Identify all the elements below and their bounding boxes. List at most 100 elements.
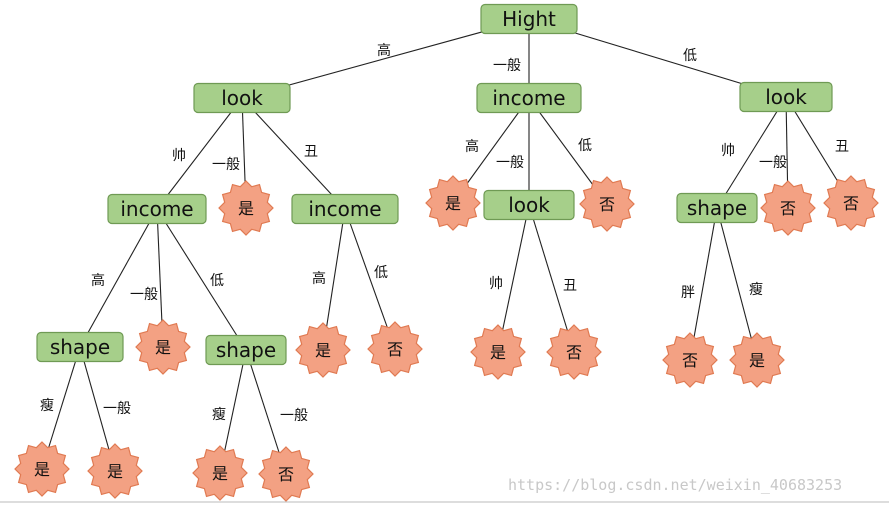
- edge-LL_income-LLL_shape: [79, 208, 158, 348]
- edge-label-LLL_shape-LLLL_yes: 瘦: [40, 397, 54, 414]
- attribute-node-M_income: income: [476, 82, 582, 114]
- edge-label-L_look-LM_yes: 一般: [212, 157, 240, 173]
- leaf-node-MR_no: 否: [579, 176, 635, 232]
- attribute-node-LR_income: income: [291, 193, 399, 225]
- leaf-node-LRL_yes: 是: [295, 322, 351, 378]
- leaf-star-shape: [258, 446, 314, 502]
- attribute-box: [676, 192, 758, 224]
- attribute-label: look: [221, 86, 263, 110]
- edge-label-R_look-RL_shape: 帅: [721, 143, 735, 159]
- edge-MM_look-MML_yes: [497, 204, 530, 353]
- attribute-label: Hight: [502, 7, 556, 31]
- leaf-label: 是: [445, 194, 461, 213]
- edge-label-root-R_look: 低: [683, 48, 697, 64]
- edge-label-RL_shape-RLL_no: 胖: [681, 285, 695, 301]
- leaf-star-shape: [470, 324, 526, 380]
- leaf-star-shape: [218, 180, 274, 236]
- attribute-label: look: [508, 193, 550, 217]
- edge-LL_income-LLR_shape: [156, 208, 247, 351]
- edge-label-M_income-MM_look: 一般: [496, 155, 524, 171]
- edge-label-root-M_income: 一般: [493, 58, 521, 74]
- attribute-box: [291, 193, 399, 225]
- leaf-label: 是: [490, 343, 506, 362]
- attribute-node-MM_look: look: [483, 189, 575, 221]
- leaf-star-shape: [546, 324, 602, 380]
- leaf-node-LLLL_yes: 是: [14, 441, 70, 497]
- leaf-node-LM_yes: 是: [218, 180, 274, 236]
- leaf-node-LRR_no: 否: [367, 321, 423, 377]
- edge-labels-layer: 高一般低帅一般丑高一般低帅一般丑高一般低高低帅丑胖瘦瘦一般瘦一般: [40, 42, 849, 424]
- leaf-node-RLL_no: 否: [662, 332, 718, 388]
- leaf-label: 是: [315, 341, 331, 360]
- leaf-node-MMR_no: 否: [546, 324, 602, 380]
- leaf-label: 是: [749, 351, 765, 370]
- leaf-star-shape: [729, 332, 785, 388]
- leaf-node-LLRR_no: 否: [258, 446, 314, 502]
- leaf-label: 是: [212, 464, 228, 483]
- leaf-star-shape: [760, 180, 816, 236]
- edge-label-LL_income-LLL_shape: 高: [91, 272, 105, 289]
- attribute-box: [483, 189, 575, 221]
- edge-label-LL_income-LLM_yes: 一般: [130, 287, 158, 303]
- leaf-star-shape: [425, 175, 481, 231]
- edge-label-LL_income-LLR_shape: 低: [210, 273, 224, 289]
- edge-label-R_look-RM_no: 一般: [759, 155, 787, 171]
- edge-LR_income-LRR_no: [344, 208, 396, 350]
- leaf-label: 否: [599, 195, 615, 214]
- leaf-star-shape: [295, 322, 351, 378]
- edge-label-root-L_look: 高: [377, 42, 391, 59]
- edge-label-L_look-LL_income: 帅: [172, 148, 186, 164]
- attribute-box: [107, 193, 207, 225]
- leaf-star-shape: [135, 319, 191, 375]
- edge-R_look-RL_shape: [716, 96, 787, 209]
- watermark-text: https://blog.csdn.net/weixin_40683253: [508, 476, 842, 494]
- edge-root-L_look: [241, 18, 530, 99]
- attribute-label: income: [308, 197, 381, 221]
- attribute-label: shape: [687, 196, 747, 220]
- attribute-node-LL_income: income: [107, 193, 207, 225]
- edge-RL_shape-RLL_no: [689, 207, 718, 361]
- attribute-label: shape: [216, 338, 276, 362]
- edge-label-LR_income-LRL_yes: 高: [312, 270, 326, 287]
- edge-label-L_look-LR_income: 丑: [304, 144, 318, 160]
- attribute-node-R_look: look: [739, 81, 833, 113]
- leaf-node-LLLR_yes: 是: [87, 443, 143, 499]
- leaf-label: 是: [155, 338, 171, 357]
- attribute-box: [205, 334, 287, 366]
- edge-L_look-LL_income: [156, 97, 243, 210]
- edge-label-MM_look-MML_yes: 帅: [489, 276, 503, 292]
- attribute-label: income: [120, 197, 193, 221]
- leaf-label: 是: [238, 199, 254, 218]
- attribute-label: income: [492, 86, 565, 110]
- leaf-star-shape: [823, 175, 879, 231]
- edge-MM_look-MMR_no: [528, 204, 575, 353]
- edge-label-R_look-RR_no: 丑: [835, 139, 849, 155]
- leaf-star-shape: [662, 332, 718, 388]
- leaf-node-ML_yes: 是: [425, 175, 481, 231]
- leaf-node-LLRL_yes: 是: [192, 445, 248, 501]
- edges-layer: [41, 18, 852, 475]
- attribute-box: [739, 81, 833, 113]
- edge-RL_shape-RLR_yes: [716, 207, 758, 361]
- leaf-star-shape: [367, 321, 423, 377]
- edge-label-M_income-MR_no: 低: [578, 138, 592, 154]
- leaf-label: 否: [387, 340, 403, 359]
- leaf-label: 否: [566, 343, 582, 362]
- leaf-node-LLM_yes: 是: [135, 319, 191, 375]
- leaf-node-RR_no: 否: [823, 175, 879, 231]
- leaf-star-shape: [14, 441, 70, 497]
- leaf-star-shape: [192, 445, 248, 501]
- attribute-label: shape: [50, 335, 110, 359]
- edge-label-LLR_shape-LLRR_no: 一般: [280, 408, 308, 424]
- attribute-node-LLR_shape: shape: [205, 334, 287, 366]
- attribute-node-RL_shape: shape: [676, 192, 758, 224]
- leaf-label: 否: [278, 465, 294, 484]
- attribute-box: [36, 331, 124, 363]
- leaf-label: 是: [34, 460, 50, 479]
- leaf-node-MML_yes: 是: [470, 324, 526, 380]
- leaf-star-shape: [87, 443, 143, 499]
- edge-label-LR_income-LRR_no: 低: [374, 265, 388, 281]
- attribute-box: [476, 82, 582, 114]
